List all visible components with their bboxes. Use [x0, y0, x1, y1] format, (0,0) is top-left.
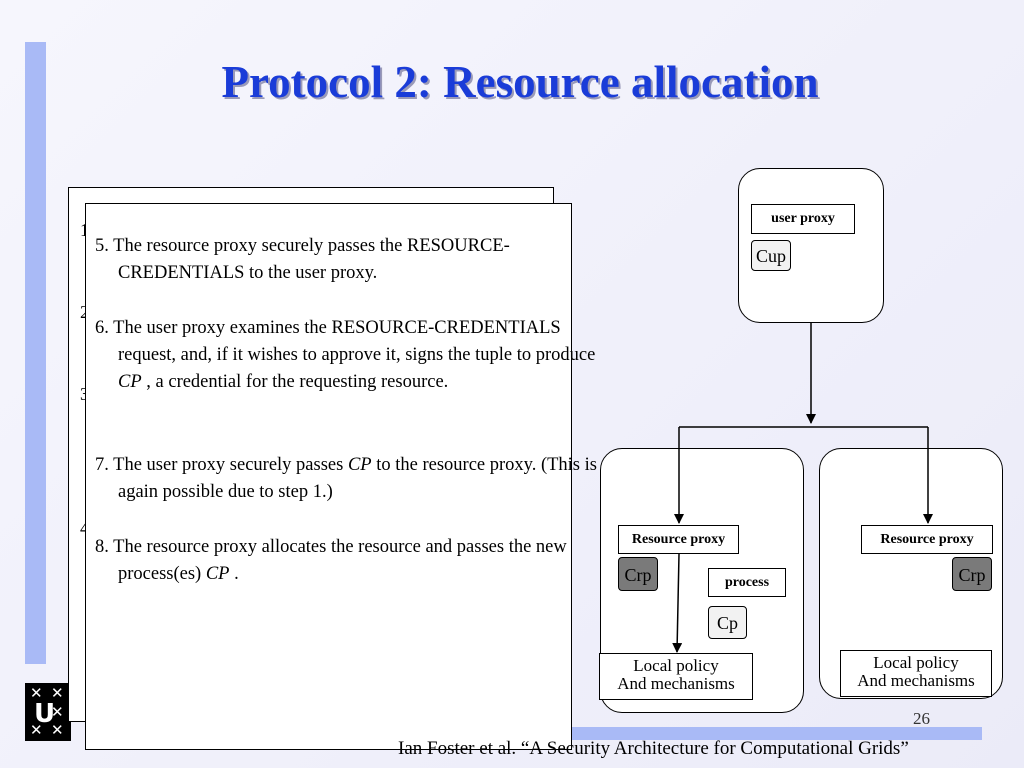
left-local-policy: Local policy And mechanisms: [599, 653, 753, 700]
to-policy-arrow: [672, 553, 683, 653]
step-7: 7. The user proxy securely passes CP to …: [95, 455, 597, 502]
step-number: 2: [80, 302, 89, 323]
university-logo: ✕ ✕ U ✕ ✕ ✕: [25, 683, 71, 741]
bottom-accent-bar: [560, 727, 982, 740]
page-number: 26: [913, 709, 930, 728]
right-resource-proxy-label: Resource proxy: [861, 525, 993, 554]
left-accent-bar: [25, 42, 46, 664]
cp-credential: Cp: [708, 606, 747, 639]
cp-term: CP: [118, 372, 142, 392]
process-label: process: [708, 568, 786, 597]
step-6: 6. The user proxy examines the RESOURCE-…: [95, 318, 596, 392]
right-crp-credential: Crp: [952, 557, 992, 591]
right-local-policy: Local policy And mechanisms: [840, 650, 992, 697]
left-crp-credential: Crp: [618, 557, 658, 591]
cp-term: CP: [205, 564, 230, 584]
user-proxy-label: user proxy: [751, 204, 855, 234]
citation: Ian Foster et al. “A Security Architectu…: [398, 738, 909, 759]
step-5: 5. The resource proxy securely passes th…: [95, 236, 510, 283]
step-8: 8. The resource proxy allocates the reso…: [95, 537, 567, 584]
step-number: 3: [80, 384, 89, 405]
cp-term: CP: [347, 455, 372, 475]
step-number: 1: [80, 220, 89, 241]
step-number: 4: [80, 518, 89, 539]
cup-credential: Cup: [751, 240, 791, 271]
steps-5-8-card: 5. The resource proxy securely passes th…: [85, 203, 597, 750]
slide-title: Protocol 2: Resource allocation: [221, 57, 819, 107]
left-resource-proxy-label: Resource proxy: [618, 525, 739, 554]
